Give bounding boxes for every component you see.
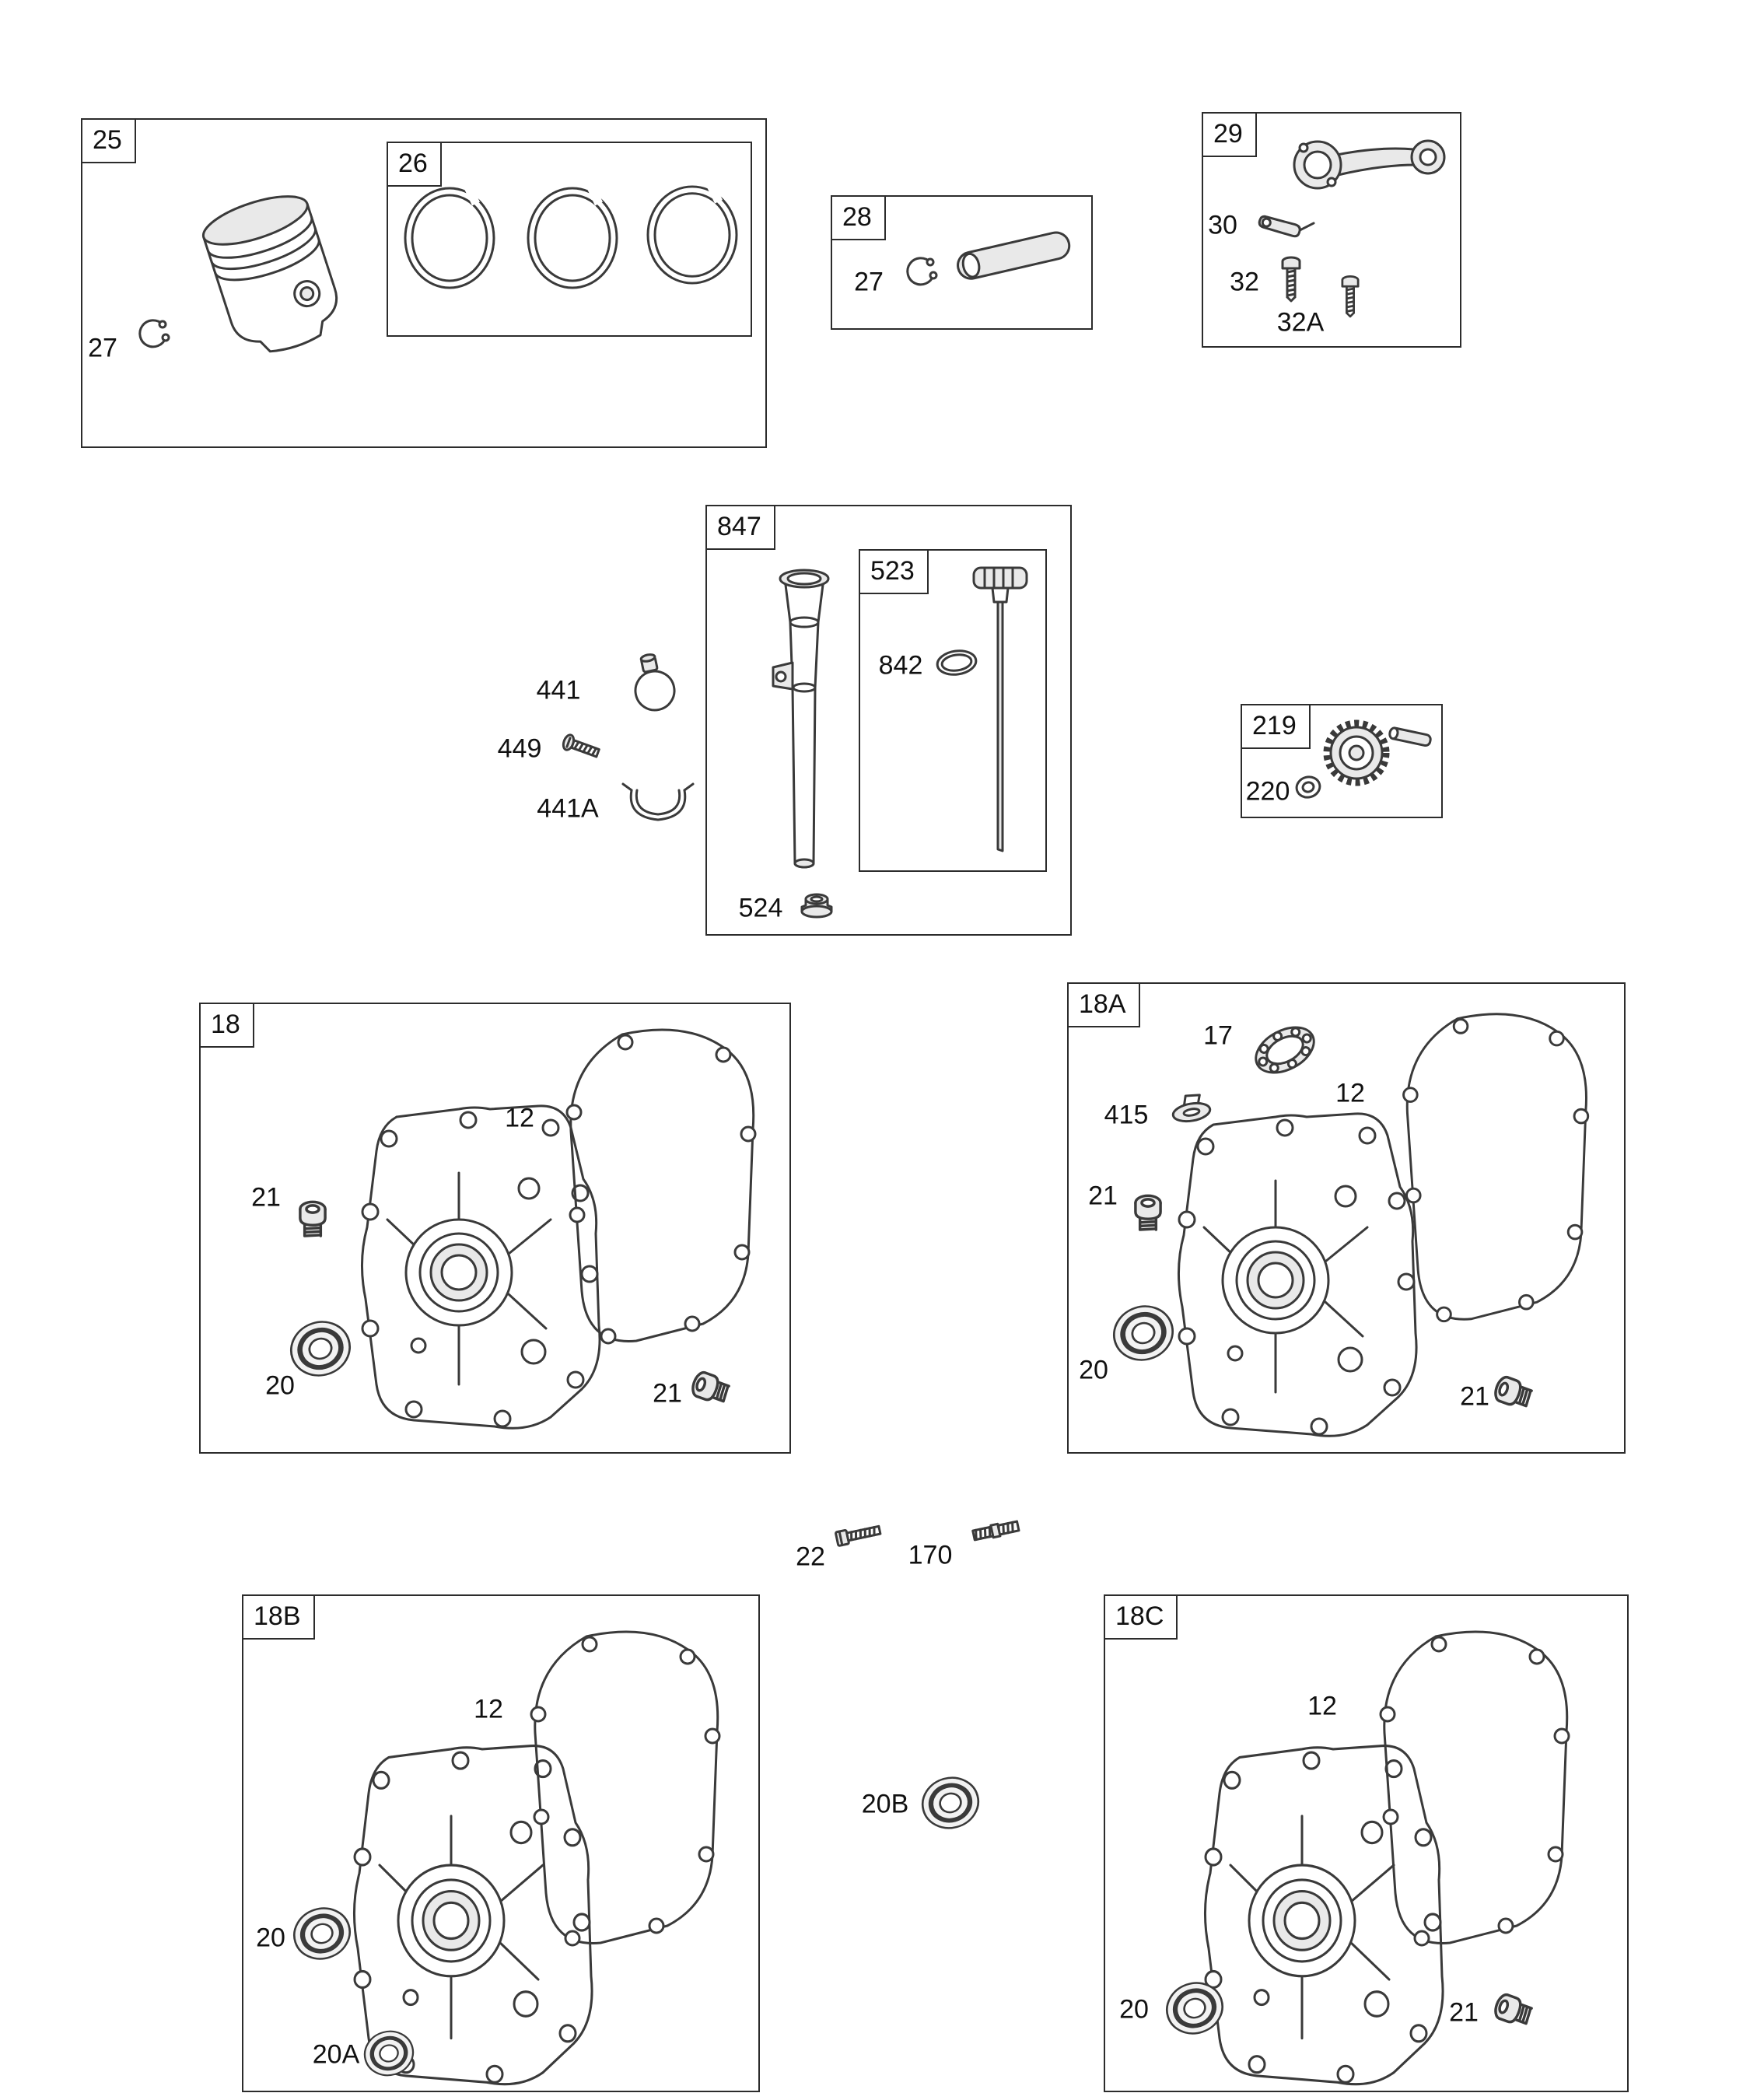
part-label-220: 220: [1245, 776, 1290, 807]
o-ring-842-icon: [936, 649, 978, 676]
group-label-29: 29: [1202, 112, 1257, 157]
governor-gear-illustration: [1323, 719, 1432, 786]
group-label-26: 26: [387, 142, 442, 187]
screw-449-illustration: [562, 733, 600, 758]
bolt-22-icon: [835, 1524, 882, 1547]
group-box-29: 29: [1202, 112, 1461, 348]
part-label-20-18: 20: [265, 1370, 295, 1401]
part-label-21-18a-upper: 21: [1088, 1181, 1118, 1211]
group-label-28: 28: [831, 195, 886, 240]
connecting-rod-illustration: [1293, 139, 1446, 190]
part-label-12-18c: 12: [1307, 1691, 1337, 1721]
group-box-26: 26: [387, 142, 752, 337]
clamp-441-illustration: [634, 653, 676, 712]
group-box-847: 847: [705, 505, 1072, 936]
group-box-219: 219: [1241, 704, 1443, 818]
group-label-219: 219: [1241, 704, 1311, 749]
oil-fill-tube-illustration: [772, 569, 830, 869]
dipstick-illustration: [972, 566, 1028, 852]
grommet-524-illustration: [800, 893, 833, 919]
part-label-32: 32: [1230, 267, 1259, 297]
group-box-28: 28: [831, 195, 1093, 330]
group-label-25: 25: [81, 118, 136, 163]
piston-pin-illustration: [957, 231, 1071, 280]
part-label-20b: 20B: [861, 1789, 909, 1819]
stud-170-icon: [971, 1520, 1020, 1542]
group-box-18c: 18C: [1104, 1594, 1629, 2092]
part-label-20-18b: 20: [256, 1923, 285, 1953]
part-label-12-18b: 12: [474, 1694, 503, 1724]
group-box-25: 25: [81, 118, 767, 448]
part-label-12-18: 12: [505, 1103, 534, 1133]
part-label-441a: 441A: [537, 793, 599, 824]
piston-illustration: [201, 195, 338, 353]
group-box-18: 18: [199, 1003, 791, 1454]
part-label-21-18c: 21: [1449, 1997, 1479, 2028]
part-label-27-piston: 27: [88, 333, 117, 363]
part-label-21-18-lower: 21: [653, 1378, 682, 1409]
part-label-22: 22: [796, 1542, 825, 1572]
part-label-32a: 32A: [1276, 307, 1325, 338]
group-label-18: 18: [199, 1003, 254, 1048]
clamp-441a-illustration: [621, 782, 695, 821]
part-label-17: 17: [1203, 1020, 1233, 1051]
group-box-18b: 18B: [242, 1594, 760, 2092]
group-label-523: 523: [859, 549, 929, 594]
part-label-20-18a: 20: [1079, 1355, 1108, 1385]
oil-dipper-illustration: [1258, 215, 1315, 238]
part-label-524: 524: [738, 893, 783, 923]
oil-seal-20b-icon: [917, 1772, 984, 1834]
part-label-30: 30: [1208, 210, 1237, 240]
group-box-18a: 18A: [1067, 982, 1626, 1454]
part-label-20-18c: 20: [1119, 1994, 1149, 2025]
group-box-523: 523: [859, 549, 1047, 872]
part-label-12-18a: 12: [1335, 1078, 1365, 1108]
plug-415-icon: [1171, 1094, 1212, 1123]
group-label-18c: 18C: [1104, 1594, 1178, 1640]
part-label-21-18a-lower: 21: [1460, 1381, 1489, 1412]
bearing-17-icon: [1255, 1026, 1315, 1074]
governor-pin-icon: [1388, 726, 1432, 747]
part-label-27-pin: 27: [854, 267, 884, 297]
part-label-415: 415: [1104, 1100, 1149, 1130]
part-label-20a: 20A: [312, 2039, 360, 2070]
group-label-18a: 18A: [1067, 982, 1140, 1027]
group-label-847: 847: [705, 505, 775, 550]
group-label-18b: 18B: [242, 1594, 315, 1640]
part-label-449: 449: [497, 733, 542, 764]
part-label-21-18-upper: 21: [251, 1182, 281, 1213]
washer-220-icon: [1295, 775, 1321, 799]
part-label-842: 842: [878, 650, 923, 681]
part-label-441: 441: [536, 675, 581, 705]
part-label-170: 170: [908, 1540, 953, 1570]
